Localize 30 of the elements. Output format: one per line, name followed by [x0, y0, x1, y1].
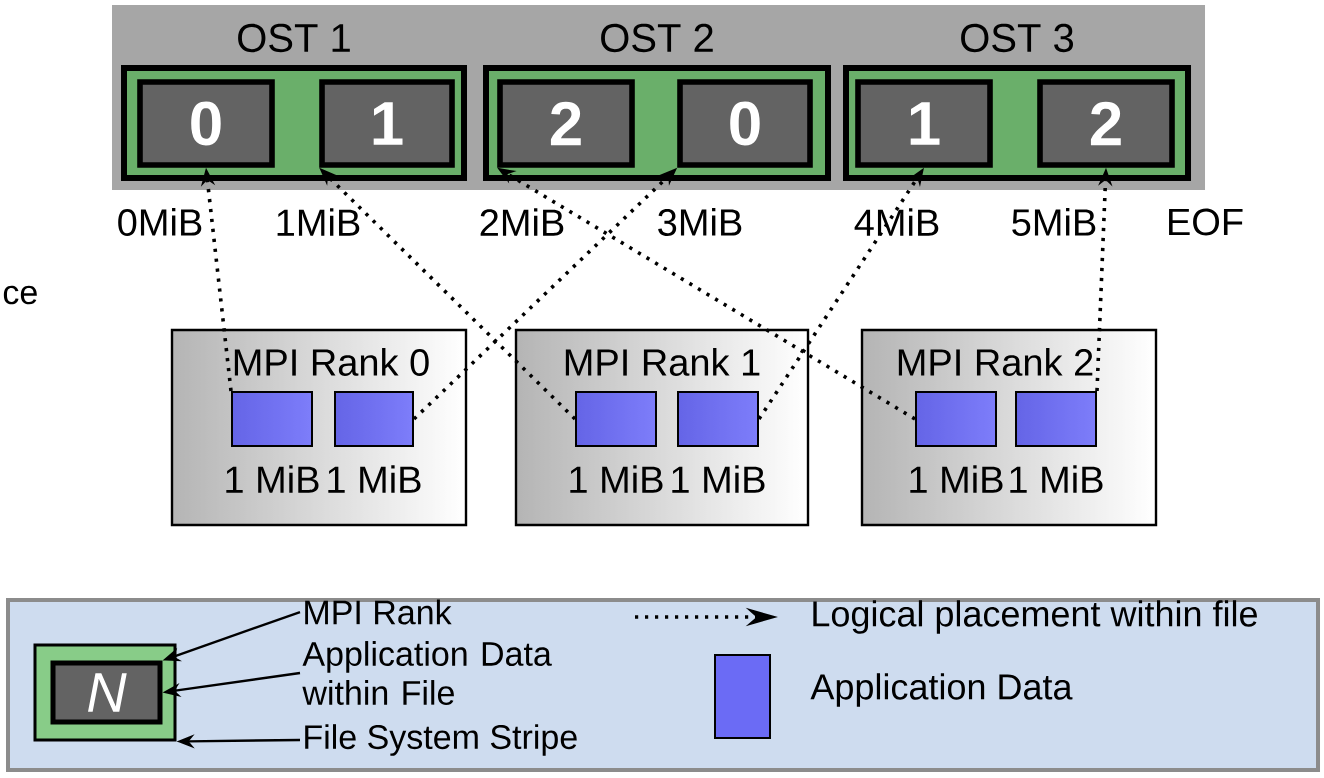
legend-text: Application Data: [810, 673, 1073, 707]
offset-label: 3MiB: [658, 208, 742, 236]
size-label: 1 MiB: [910, 465, 1003, 493]
legend-panel: [6, 598, 1320, 772]
size-label: 1 MiB: [570, 465, 663, 493]
stripe-chunk: 0: [137, 79, 275, 168]
offset-label: 2MiB: [480, 208, 564, 236]
stripe-chunk: 2: [497, 79, 635, 168]
stripe-chunk: 1: [855, 79, 993, 168]
ost-heading: OST 2: [601, 23, 713, 53]
cut-text: ce: [3, 285, 37, 305]
ost-heading: OST 1: [238, 23, 350, 53]
legend-text: Application Data within File: [302, 641, 552, 705]
stripe-chunk: 2: [1037, 79, 1175, 168]
ost-heading: OST 3: [961, 23, 1073, 53]
size-label: 1 MiB: [328, 465, 421, 493]
legend-text: Logical placement within file: [813, 600, 1257, 634]
stripe-chunk: N: [50, 660, 163, 725]
offset-label: 1MiB: [277, 208, 360, 236]
offset-label: 4MiB: [854, 208, 939, 236]
legend-text: File System Stripe: [305, 724, 577, 756]
offset-label: 5MiB: [1012, 208, 1096, 236]
size-label: 1 MiB: [1010, 465, 1103, 493]
size-label: 1 MiB: [226, 465, 319, 493]
stripe-chunk: 0: [677, 79, 813, 168]
stripe-chunk: 1: [319, 79, 455, 168]
offset-label: EOF: [1169, 208, 1243, 236]
offset-label: 0MiB: [118, 208, 202, 236]
size-label: 1 MiB: [672, 465, 765, 493]
legend-text: MPI Rank: [305, 599, 452, 625]
